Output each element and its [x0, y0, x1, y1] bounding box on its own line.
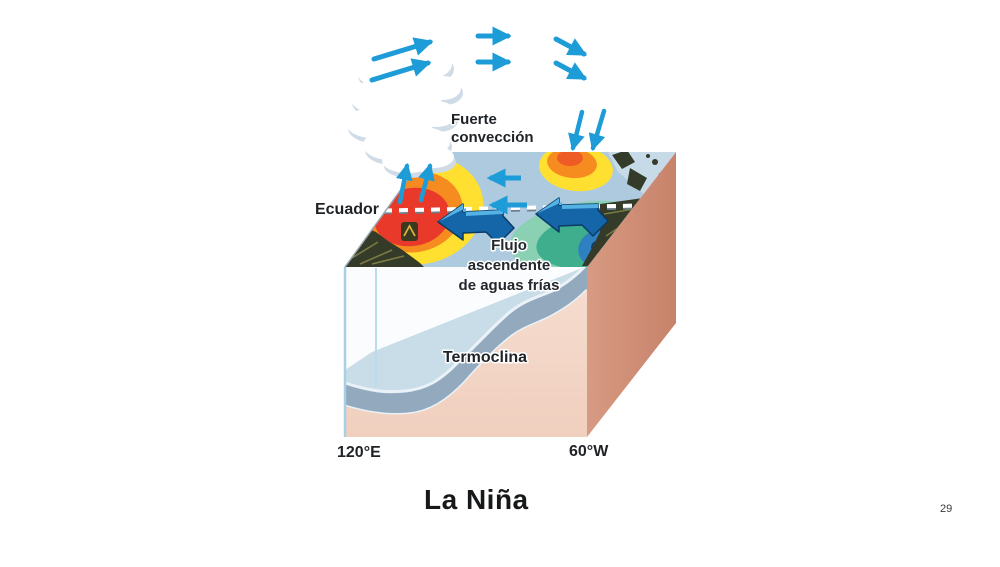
updraft-arrows: [395, 162, 435, 205]
descending-arrow-icon: [553, 36, 588, 57]
subsidence-arrows: [568, 108, 607, 152]
thermocline-top-edge: [344, 262, 589, 394]
outflow-arrow-icon: [369, 58, 432, 83]
longitude-west-label: 120°E: [337, 444, 381, 461]
ocean-block-side-face: [587, 152, 676, 437]
warm-patch-northeast: [539, 152, 613, 192]
trade-wind-arrow-east-icon: [535, 197, 609, 237]
upwelling-label-line1: Flujo: [491, 237, 527, 254]
convection-cloud-column-icon: [346, 49, 463, 178]
deep-ocean-front: [345, 290, 587, 437]
equator-label: Ecuador: [315, 201, 379, 218]
upwelling-label-line3: de aguas frías: [459, 277, 560, 294]
warm-pool-marker-icon: [401, 222, 418, 241]
convection-label-line2: convección: [451, 129, 534, 146]
subsidence-arrow-icon: [568, 109, 585, 152]
slide-title: La Niña: [424, 484, 529, 515]
page-number: 29: [940, 503, 953, 515]
convection-label-line1: Fuerte: [451, 111, 497, 128]
longitude-east-label: 60°W: [569, 443, 609, 460]
updraft-arrow-icon: [418, 162, 435, 203]
ocean-block-front-face: [343, 262, 589, 437]
thermocline-label: Termoclina: [443, 349, 527, 366]
surface-wind-arrows: [486, 168, 527, 215]
upwelling-label-line2: ascendente: [468, 257, 551, 274]
subsidence-arrow-icon: [588, 108, 607, 152]
walker-circulation-arrows: [369, 26, 588, 83]
outflow-arrow-icon: [371, 37, 434, 62]
descending-arrow-icon: [553, 60, 588, 81]
upper-water-wedge: [345, 264, 587, 392]
updraft-arrow-icon: [395, 162, 413, 205]
